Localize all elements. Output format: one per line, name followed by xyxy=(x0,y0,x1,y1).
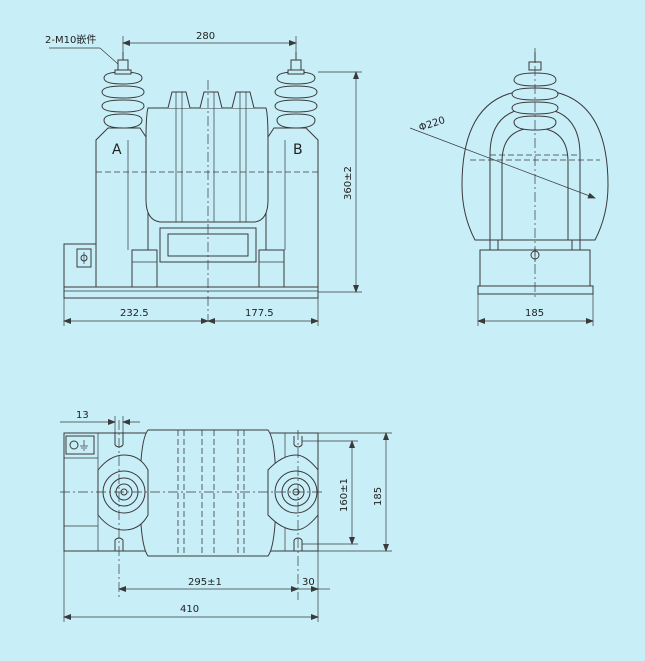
dim-diameter: Φ220 xyxy=(418,115,447,134)
insulator-a xyxy=(101,52,145,129)
front-view: A B 2-M10嵌件 280 360±2 232.5 177.5 xyxy=(45,31,362,326)
dim-plan-depth: 185 xyxy=(373,487,384,506)
terminal-a-label: A xyxy=(112,142,122,158)
dim-left-offset: 232.5 xyxy=(120,308,149,319)
base-plate xyxy=(63,286,319,299)
dim-hole-offset: 13 xyxy=(76,410,89,421)
insulator-b xyxy=(274,52,318,129)
bolt-label: 2-M10嵌件 xyxy=(45,34,96,46)
dim-hole-spacing-v: 160±1 xyxy=(339,478,350,512)
dim-hole-spacing-h: 295±1 xyxy=(188,577,222,588)
plan-core xyxy=(139,429,277,557)
terminal-b-label: B xyxy=(293,142,303,158)
plan-view: 13 160±1 185 295±1 30 410 xyxy=(60,410,392,622)
dim-right-offset: 177.5 xyxy=(245,308,274,319)
dim-side-width: 185 xyxy=(525,308,544,319)
dim-top-width: 280 xyxy=(196,31,215,42)
dim-overall-length: 410 xyxy=(180,604,199,615)
side-view: Φ220 185 xyxy=(409,48,609,326)
dim-height: 360±2 xyxy=(343,166,354,200)
dim-edge-offset: 30 xyxy=(302,577,315,588)
core-housing xyxy=(145,107,269,223)
